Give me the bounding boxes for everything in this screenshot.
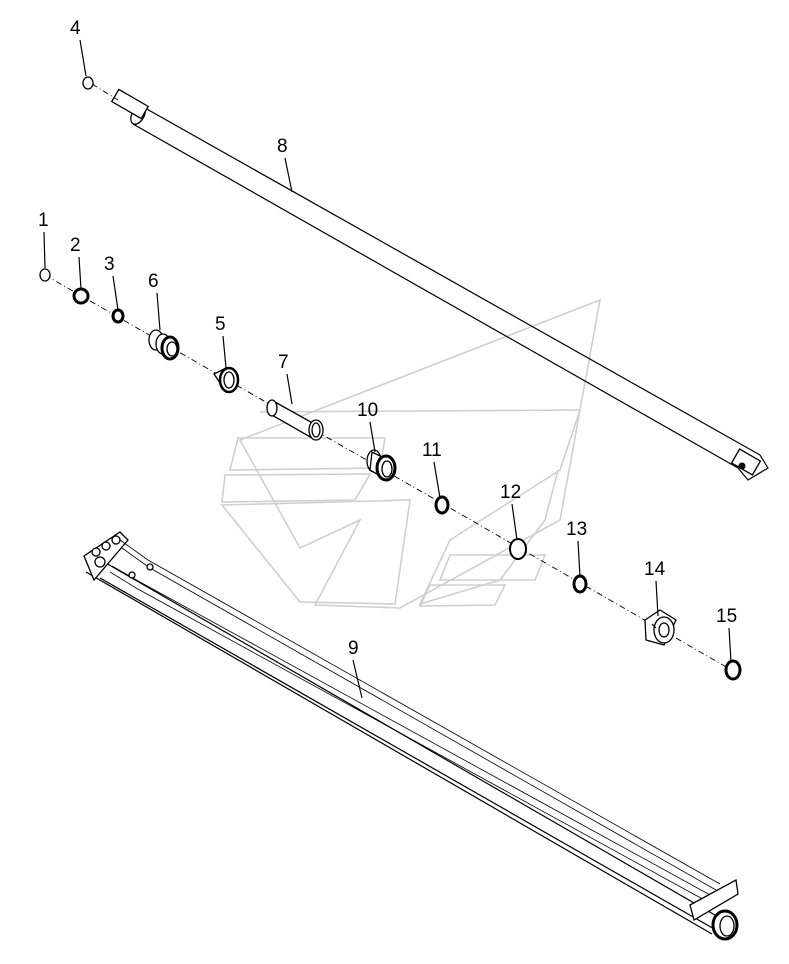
part-7-sleeve [266,399,324,441]
callout-3: 3 [104,254,115,275]
callout-14: 14 [644,559,666,580]
part-13-ring [572,574,588,594]
callout-15: 15 [716,606,737,627]
callout-7: 7 [278,352,289,373]
part-12-ring [509,538,527,560]
part-5-bushing [213,366,240,394]
callout-9: 9 [348,638,359,659]
callout-13: 13 [566,519,587,540]
part-3-ring [111,308,125,324]
leader-lines [43,39,732,699]
part-9-cylinder [83,531,739,941]
axis-line-top [91,83,119,101]
callout-5: 5 [215,314,226,335]
part-shaft [110,88,769,481]
callout-2: 2 [70,235,81,256]
callout-6: 6 [148,271,159,292]
callout-labels: 1 2 3 4 5 6 7 8 9 10 11 12 13 14 15 [38,18,737,659]
part-2-ring [72,287,90,305]
callout-10: 10 [357,400,378,421]
part-15-ring [724,659,742,681]
callout-8: 8 [277,136,288,157]
part-6-piston [148,329,180,361]
part-4-ring [82,76,94,90]
part-11-ring [434,495,450,515]
callout-11: 11 [422,440,442,461]
callout-12: 12 [500,482,521,503]
part-14-nut [644,609,677,646]
part-1-ring [39,268,51,282]
callout-1: 1 [38,210,49,231]
callout-4: 4 [70,18,81,39]
part-10-guide [366,449,397,482]
